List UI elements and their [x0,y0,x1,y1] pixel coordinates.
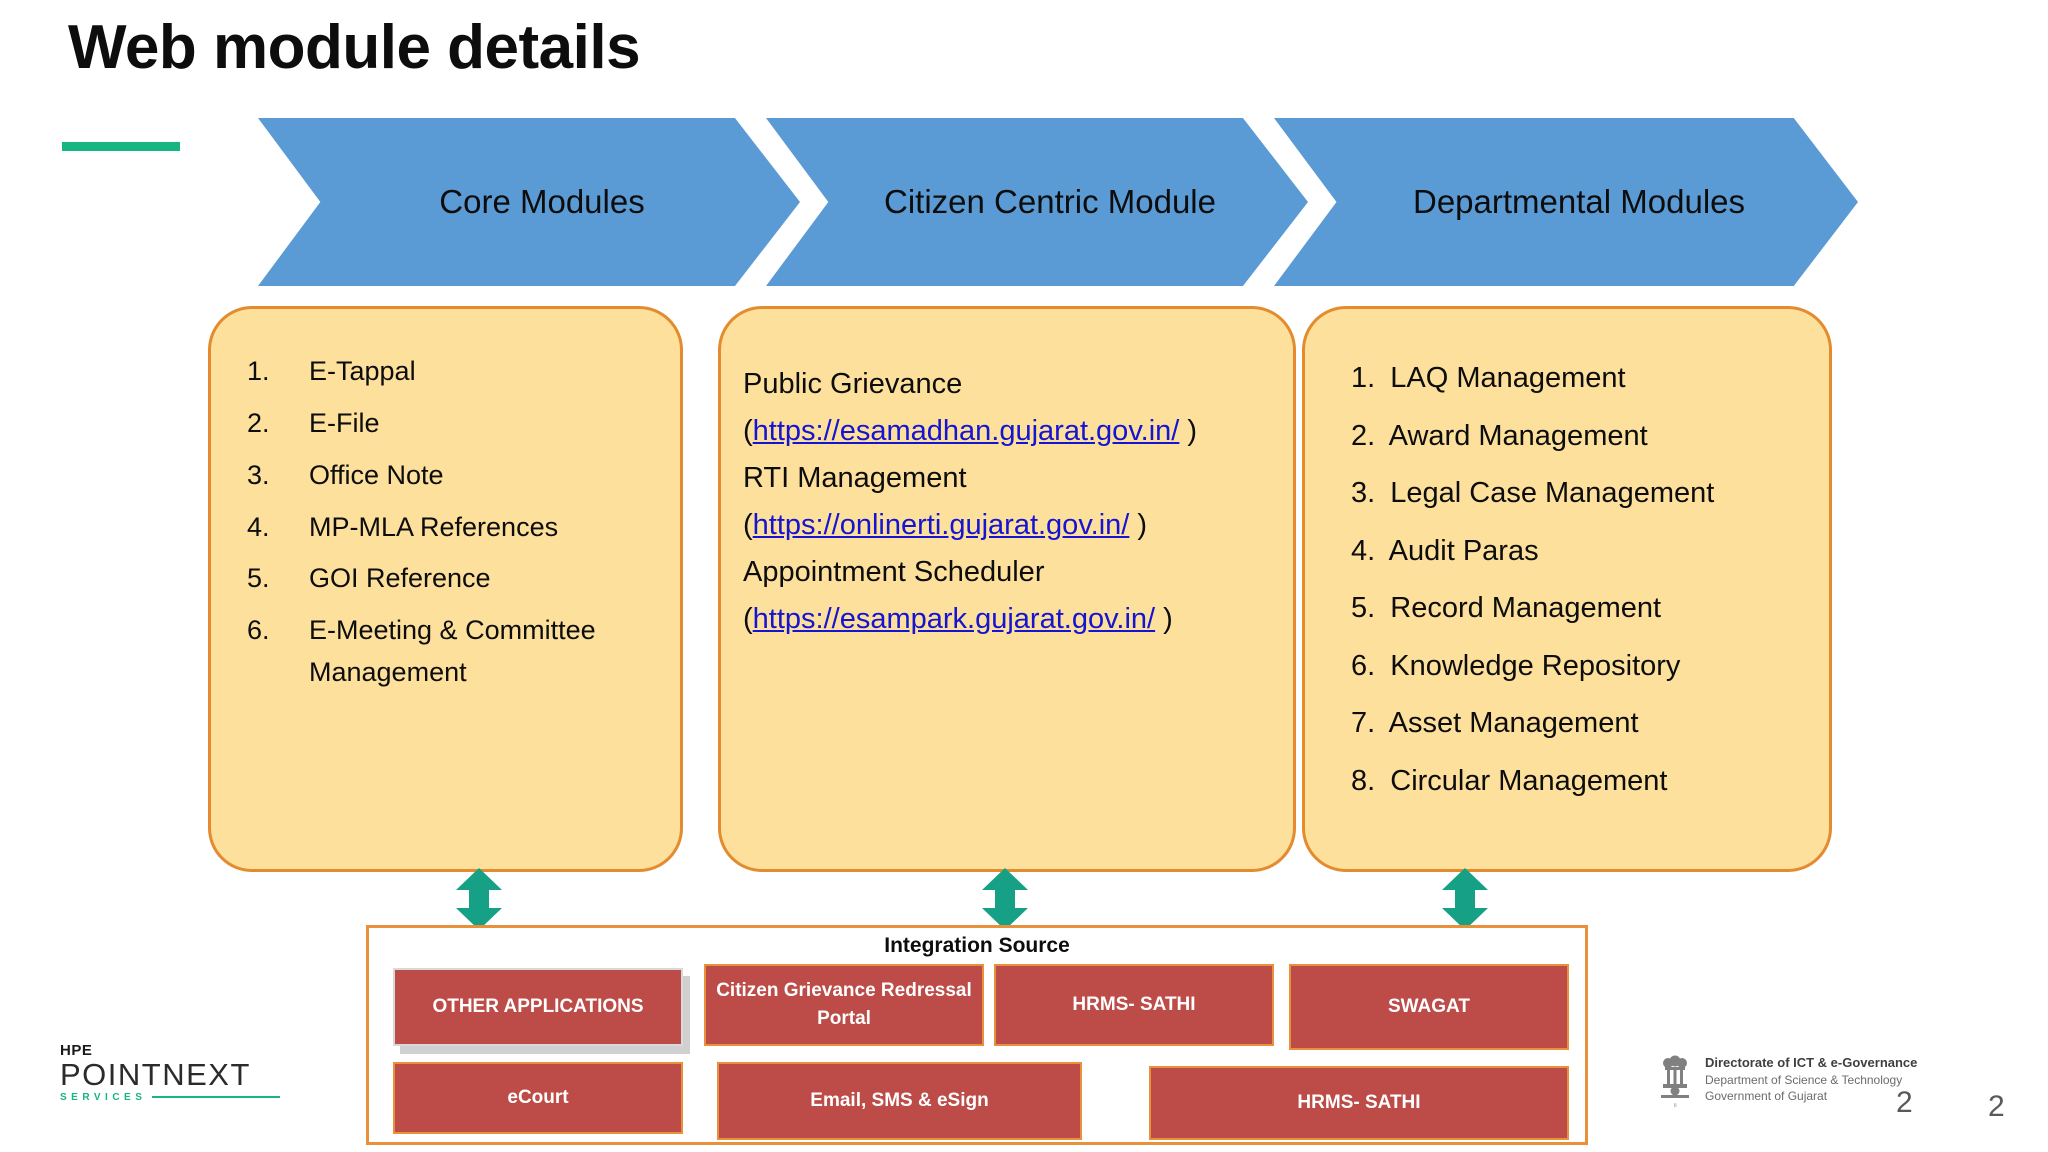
list-item-number: 2. [247,407,270,438]
list-item-label: LAQ Management [1390,362,1626,394]
integration-source-panel: Integration Source OTHER APPLICATIONS Ci… [366,925,1588,1145]
double-arrow-icon [982,868,1028,930]
gujarat-directorate-logo: ॥ Directorate of ICT & e-Governance Depa… [1655,1054,1917,1110]
list-item-number: 6. [247,615,270,646]
list-item-label: Award Management [1388,419,1648,452]
page-number-left: 2 [1896,1086,1913,1119]
paren-close: ) [1155,602,1173,635]
list-item-label: Knowledge Repository [1390,649,1681,682]
list-item: 3. Office Note [247,455,662,497]
page-title: Web module details [68,13,641,82]
paren-open: ( [743,508,753,541]
service-url-line: (https://onlinerti.gujarat.gov.in/ ) [743,502,1273,549]
paren-close: ) [1179,414,1198,447]
service-name: Public Grievance [743,368,963,400]
integration-tile-citizen-grievance-redressal-portal[interactable]: Citizen Grievance Redressal Portal [704,964,984,1046]
list-item: 4. MP-MLA References [247,507,662,549]
chevron-label: Citizen Centric Module [884,182,1216,220]
integration-source-title: Integration Source [884,934,1070,957]
gujarat-logo-text: Directorate of ICT & e-Governance Depart… [1705,1054,1917,1104]
list-item: 1. E-Tappal [247,351,662,393]
service-url-line: (https://esampark.gujarat.gov.in/ ) [743,596,1273,643]
list-item-label: Asset Management [1388,707,1639,739]
list-item: 3. Legal Case Management [1351,472,1815,516]
hpe-services-row: SERVICES [60,1092,280,1103]
core-modules-list: 1. E-Tappal 2. E-File 3. Office Note 4. … [211,309,680,694]
service-name: RTI Management [743,461,967,494]
list-item: 1. LAQ Management [1351,357,1815,401]
list-item: 2. E-File [247,403,662,445]
list-item-number: 4. [1351,534,1376,567]
integration-tile-hrms-sathi-2[interactable]: HRMS- SATHI [1149,1066,1569,1140]
page-number-right: 2 [1988,1090,2005,1123]
list-item-label: Legal Case Management [1390,477,1715,509]
list-item-number: 4. [247,511,270,542]
list-item: 5. GOI Reference [247,558,662,600]
core-modules-card: 1. E-Tappal 2. E-File 3. Office Note 4. … [208,306,683,872]
hpe-pointnext-logo: HPE POINTNEXT SERVICES [60,1042,280,1114]
list-item-label: Record Management [1390,592,1662,624]
hpe-services-rule [152,1096,280,1099]
list-item-number: 2. [1351,419,1376,452]
double-arrow-icon [1442,868,1488,930]
list-item-number: 3. [247,459,270,490]
list-item-number: 5. [1351,592,1376,624]
list-item-number: 5. [247,563,270,594]
paren-close: ) [1129,508,1148,541]
integration-tile-email-sms-esign[interactable]: Email, SMS & eSign [717,1062,1082,1140]
paren-open: ( [743,602,753,635]
title-accent-rule [62,142,180,151]
list-item-label: Circular Management [1390,764,1668,797]
service-link[interactable]: https://esamadhan.gujarat.gov.in/ [752,414,1180,447]
list-item-number: 8. [1351,764,1376,797]
svg-text:॥: ॥ [1673,1103,1677,1109]
service-link[interactable]: https://onlinerti.gujarat.gov.in/ [752,508,1130,541]
ashoka-emblem-icon: ॥ [1661,1055,1689,1109]
list-item-label: MP-MLA References [309,511,559,542]
list-item: 5. Record Management [1351,587,1815,631]
hpe-services-label: SERVICES [60,1091,147,1103]
departmental-modules-card: 1. LAQ Management 2. Award Management 3.… [1302,306,1832,872]
list-item-number: 6. [1351,649,1376,682]
gujarat-logo-line-3: Government of Gujarat [1705,1088,1828,1103]
list-item-label: GOI Reference [309,563,491,594]
list-item-number: 3. [1351,477,1376,509]
chevron-band: Core Modules Citizen Centric Module Depa… [258,118,1858,286]
service-name: Appointment Scheduler [743,555,1045,588]
gujarat-logo-line-1: Directorate of ICT & e-Governance [1705,1055,1918,1070]
double-arrow-icon [456,868,502,930]
list-item: 6. Knowledge Repository [1351,645,1815,689]
chevron-core-modules[interactable]: Core Modules [258,118,800,286]
list-item: 7. Asset Management [1351,702,1815,746]
integration-tile-hrms-sathi-1[interactable]: HRMS- SATHI [994,964,1274,1046]
list-item: 8. Circular Management [1351,760,1815,804]
list-item-label: Office Note [309,459,444,490]
list-item-number: 1. [247,356,270,386]
departmental-modules-list: 1. LAQ Management 2. Award Management 3.… [1305,309,1829,803]
integration-tile-ecourt[interactable]: eCourt [393,1062,683,1134]
integration-tile-other-applications[interactable]: OTHER APPLICATIONS [393,968,683,1046]
list-item-label: Audit Paras [1388,534,1539,567]
hpe-wordmark: HPE [60,1042,93,1059]
chevron-label: Departmental Modules [1413,182,1745,220]
list-item-label: E-Tappal [309,356,416,386]
list-item-label: E-Meeting & Committee Management [309,615,596,688]
list-item: 2. Award Management [1351,415,1815,459]
chevron-label: Core Modules [439,182,645,220]
gujarat-logo-line-2: Department of Science & Technology [1705,1072,1903,1087]
chevron-departmental-modules[interactable]: Departmental Modules [1274,118,1858,286]
list-item-number: 7. [1351,707,1376,739]
list-item: 4. Audit Paras [1351,530,1815,574]
service-link[interactable]: https://esampark.gujarat.gov.in/ [752,602,1156,635]
paren-open: ( [743,414,753,447]
list-item-label: E-File [309,407,380,438]
list-item-number: 1. [1351,362,1376,394]
service-url-line: (https://esamadhan.gujarat.gov.in/ ) [743,408,1273,455]
citizen-centric-card: Public Grievance (https://esamadhan.guja… [718,306,1296,872]
pointnext-wordmark: POINTNEXT [60,1057,251,1092]
citizen-centric-services: Public Grievance (https://esamadhan.guja… [721,309,1293,643]
chevron-citizen-centric-module[interactable]: Citizen Centric Module [766,118,1308,286]
integration-tile-swagat[interactable]: SWAGAT [1289,964,1569,1050]
list-item: 6. E-Meeting & Committee Management [247,610,662,694]
